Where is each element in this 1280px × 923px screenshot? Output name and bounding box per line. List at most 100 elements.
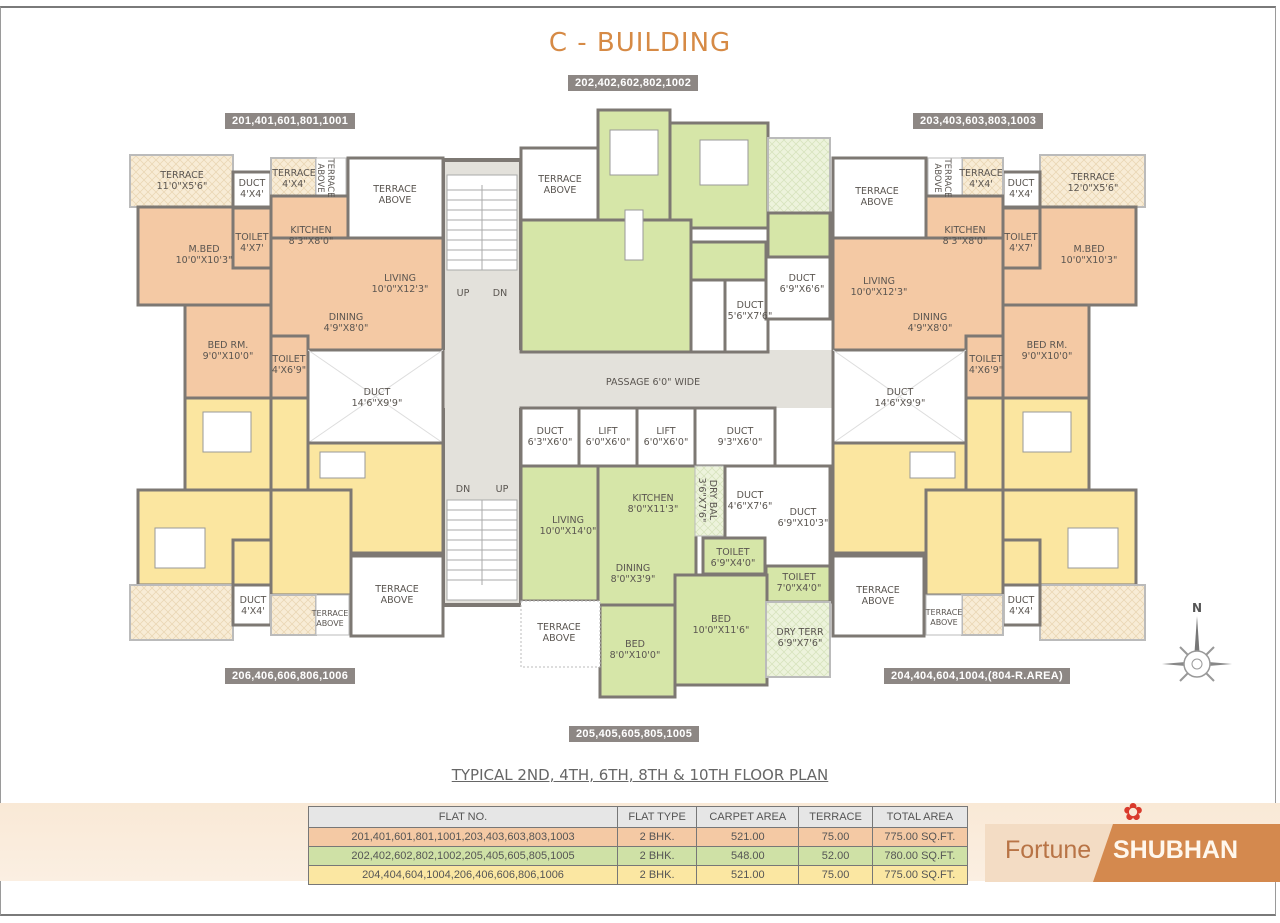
brand-name-light: Fortune bbox=[1005, 836, 1092, 864]
header-carpet-area: CARPET AREA bbox=[696, 806, 800, 828]
cell-carpet-area: 521.00 bbox=[696, 827, 800, 847]
area-table: FLAT NO. FLAT TYPE CARPET AREA TERRACE T… bbox=[308, 806, 969, 885]
cell-flat-type: 2 BHK. bbox=[616, 846, 698, 866]
cell-terrace: 75.00 bbox=[798, 827, 873, 847]
flat-tag-bottom-center: 205,405,605,805,1005 bbox=[569, 726, 700, 742]
stair-label-up-bottom: UP bbox=[496, 484, 509, 495]
stair-top bbox=[446, 174, 518, 271]
table-row: 201,401,601,801,1001,203,403,603,803,100… bbox=[308, 827, 969, 847]
room-label: DRY BAL3'6"X7'6" bbox=[696, 478, 718, 523]
table-header-row: FLAT NO. FLAT TYPE CARPET AREA TERRACE T… bbox=[308, 806, 969, 828]
cell-flat-no: 204,404,604,1004,206,406,606,806,1006 bbox=[308, 865, 618, 885]
flat-tag-bottom-left: 206,406,606,806,1006 bbox=[225, 668, 356, 684]
floor-plan-subtitle: TYPICAL 2ND, 4TH, 6TH, 8TH & 10TH FLOOR … bbox=[451, 766, 829, 784]
flat-bottom-center bbox=[519, 406, 832, 699]
passage bbox=[443, 350, 833, 408]
room-label: BED RM.9'0"X10'0" bbox=[1022, 340, 1073, 362]
room-label: TERRACEABOVE bbox=[932, 157, 952, 197]
room-label: BED RM.9'0"X10'0" bbox=[203, 340, 254, 362]
cell-total-area: 775.00 SQ.FT. bbox=[871, 827, 969, 847]
table-row: 202,402,602,802,1002,205,405,605,805,100… bbox=[308, 846, 969, 866]
page-frame bbox=[0, 6, 1276, 916]
flat-tag-top-left: 201,401,601,801,1001 bbox=[225, 113, 356, 129]
flat-bottom-right bbox=[831, 396, 1146, 641]
header-terrace: TERRACE bbox=[798, 806, 873, 828]
flat-tag-top-right: 203,403,603,803,1003 bbox=[913, 113, 1044, 129]
stair-bottom bbox=[446, 499, 518, 601]
flat-top-left bbox=[129, 154, 445, 445]
table-row: 204,404,604,1004,206,406,606,806,1006 2 … bbox=[308, 865, 969, 885]
flat-top-center bbox=[519, 108, 832, 354]
compass: N bbox=[1162, 601, 1232, 682]
building-title: C - BUILDING bbox=[548, 28, 732, 58]
header-flat-no: FLAT NO. bbox=[308, 806, 618, 828]
room-label: TERRACEABOVE bbox=[315, 157, 335, 197]
brand-name-bold: SHUBHAN bbox=[1113, 836, 1238, 864]
flat-tag-bottom-right: 204,404,604,1004,(804-R.AREA) bbox=[884, 668, 1070, 684]
header-flat-type: FLAT TYPE bbox=[616, 806, 698, 828]
stair-label-up: UP bbox=[457, 288, 470, 299]
cell-flat-no: 201,401,601,801,1001,203,403,603,803,100… bbox=[308, 827, 618, 847]
compass-north-label: N bbox=[1192, 601, 1202, 615]
flat-bottom-left bbox=[129, 396, 445, 641]
stair-label-dn-bottom: DN bbox=[456, 484, 470, 495]
cell-carpet-area: 548.00 bbox=[696, 846, 800, 866]
cell-terrace: 52.00 bbox=[798, 846, 873, 866]
floor-plan: UP DN DN UP bbox=[129, 108, 1146, 699]
cell-flat-no: 202,402,602,802,1002,205,405,605,805,100… bbox=[308, 846, 618, 866]
cell-carpet-area: 521.00 bbox=[696, 865, 800, 885]
compass-rose-icon bbox=[1183, 650, 1211, 678]
stair-label-dn: DN bbox=[493, 288, 507, 299]
hibiscus-flower-icon: ✿ bbox=[1123, 799, 1144, 826]
brand-logo: ✿ Fortune SHUBHAN bbox=[985, 799, 1280, 882]
cell-flat-type: 2 BHK. bbox=[616, 827, 698, 847]
header-total-area: TOTAL AREA bbox=[871, 806, 969, 828]
cell-terrace: 75.00 bbox=[798, 865, 873, 885]
cell-total-area: 780.00 SQ.FT. bbox=[871, 846, 969, 866]
flat-tag-top-center: 202,402,602,802,1002 bbox=[568, 75, 699, 91]
